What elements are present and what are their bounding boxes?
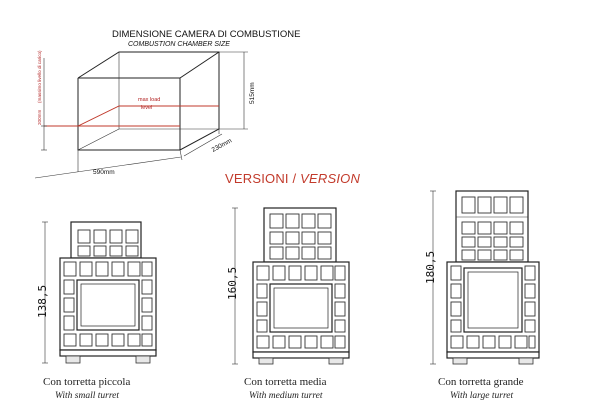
versions-heading-it: VERSIONI / xyxy=(225,171,297,186)
stove-medium-caption-en: With medium turret xyxy=(249,391,323,401)
max-load-dimension-value: 200mm xyxy=(37,110,42,125)
stove-large-turret: 180,5 Con torretta grande With large tur… xyxy=(424,190,540,401)
stove-large-caption-it: Con torretta grande xyxy=(438,376,524,388)
stove-large-height: 180,5 xyxy=(424,251,437,284)
stove-small-caption-en: With small turret xyxy=(55,391,119,401)
width-dimension: 590mm xyxy=(34,149,183,179)
max-load-label: max load xyxy=(138,97,160,103)
depth-dimension-value: 230mm xyxy=(211,137,233,153)
max-load-level: level xyxy=(141,105,152,111)
depth-dimension: 230mm xyxy=(183,129,233,157)
stove-small-turret: 138,5 Con torretta piccola With small tu… xyxy=(36,221,157,401)
stove-medium-turret: 160,5 Con torretta media With medium tur… xyxy=(226,207,350,401)
chamber-subtitle: COMBUSTION CHAMBER SIZE xyxy=(128,41,230,48)
versions-heading-en: VERSION xyxy=(300,171,360,186)
height-dimension: 515mm xyxy=(219,51,256,130)
stove-medium-door xyxy=(269,283,333,333)
versions-heading: VERSIONI / VERSION xyxy=(225,171,360,186)
stove-small-height: 138,5 xyxy=(36,285,49,318)
combustion-chamber-drawing: max load level xyxy=(44,51,220,151)
chamber-title: DIMENSIONE CAMERA DI COMBUSTIONE xyxy=(112,29,300,40)
width-dimension-value: 590mm xyxy=(93,169,115,176)
max-load-dimension-note: (massimo livello di carico) xyxy=(37,50,42,103)
stove-small-caption-it: Con torretta piccola xyxy=(43,376,130,388)
max-load-dimension: 200mm (massimo livello di carico) xyxy=(37,50,47,151)
height-dimension-value: 515mm xyxy=(249,82,256,104)
stove-medium-height: 160,5 xyxy=(226,267,239,300)
stove-large-door xyxy=(463,267,523,333)
max-load-line xyxy=(44,105,219,127)
stove-medium-caption-it: Con torretta media xyxy=(244,376,327,388)
stove-large-caption-en: With large turret xyxy=(450,391,514,401)
stove-small-door xyxy=(76,279,140,331)
